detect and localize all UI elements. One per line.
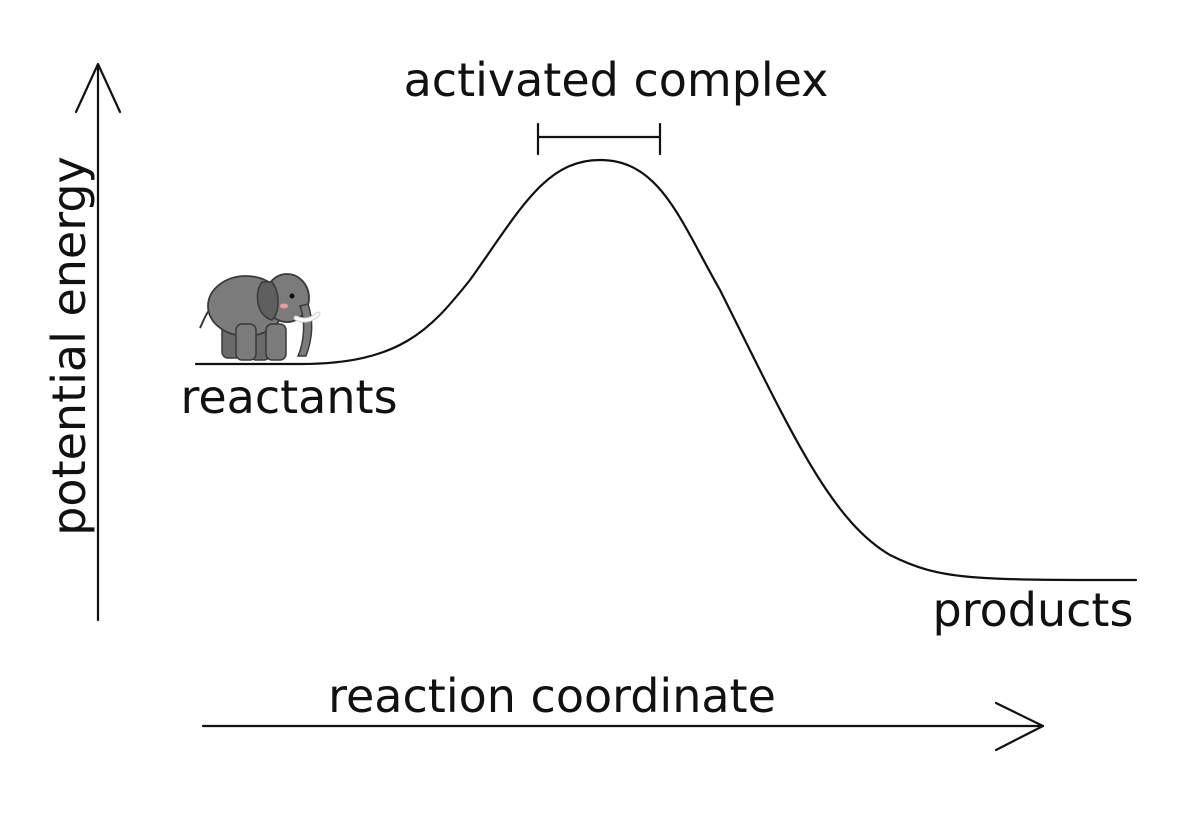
activated-complex-label: activated complex bbox=[404, 53, 829, 107]
x-axis-label: reaction coordinate bbox=[328, 669, 776, 723]
x-axis bbox=[201, 701, 1045, 752]
y-axis-arrowhead bbox=[74, 62, 122, 114]
products-label: products bbox=[933, 583, 1134, 637]
energy-curve bbox=[194, 158, 1138, 582]
elephant-icon bbox=[199, 273, 321, 361]
reactants-label: reactants bbox=[180, 370, 397, 424]
activated-complex-bracket bbox=[536, 122, 662, 156]
y-axis bbox=[74, 62, 122, 622]
y-axis-label: potential energy bbox=[42, 156, 96, 536]
x-axis-arrowhead bbox=[994, 701, 1045, 752]
